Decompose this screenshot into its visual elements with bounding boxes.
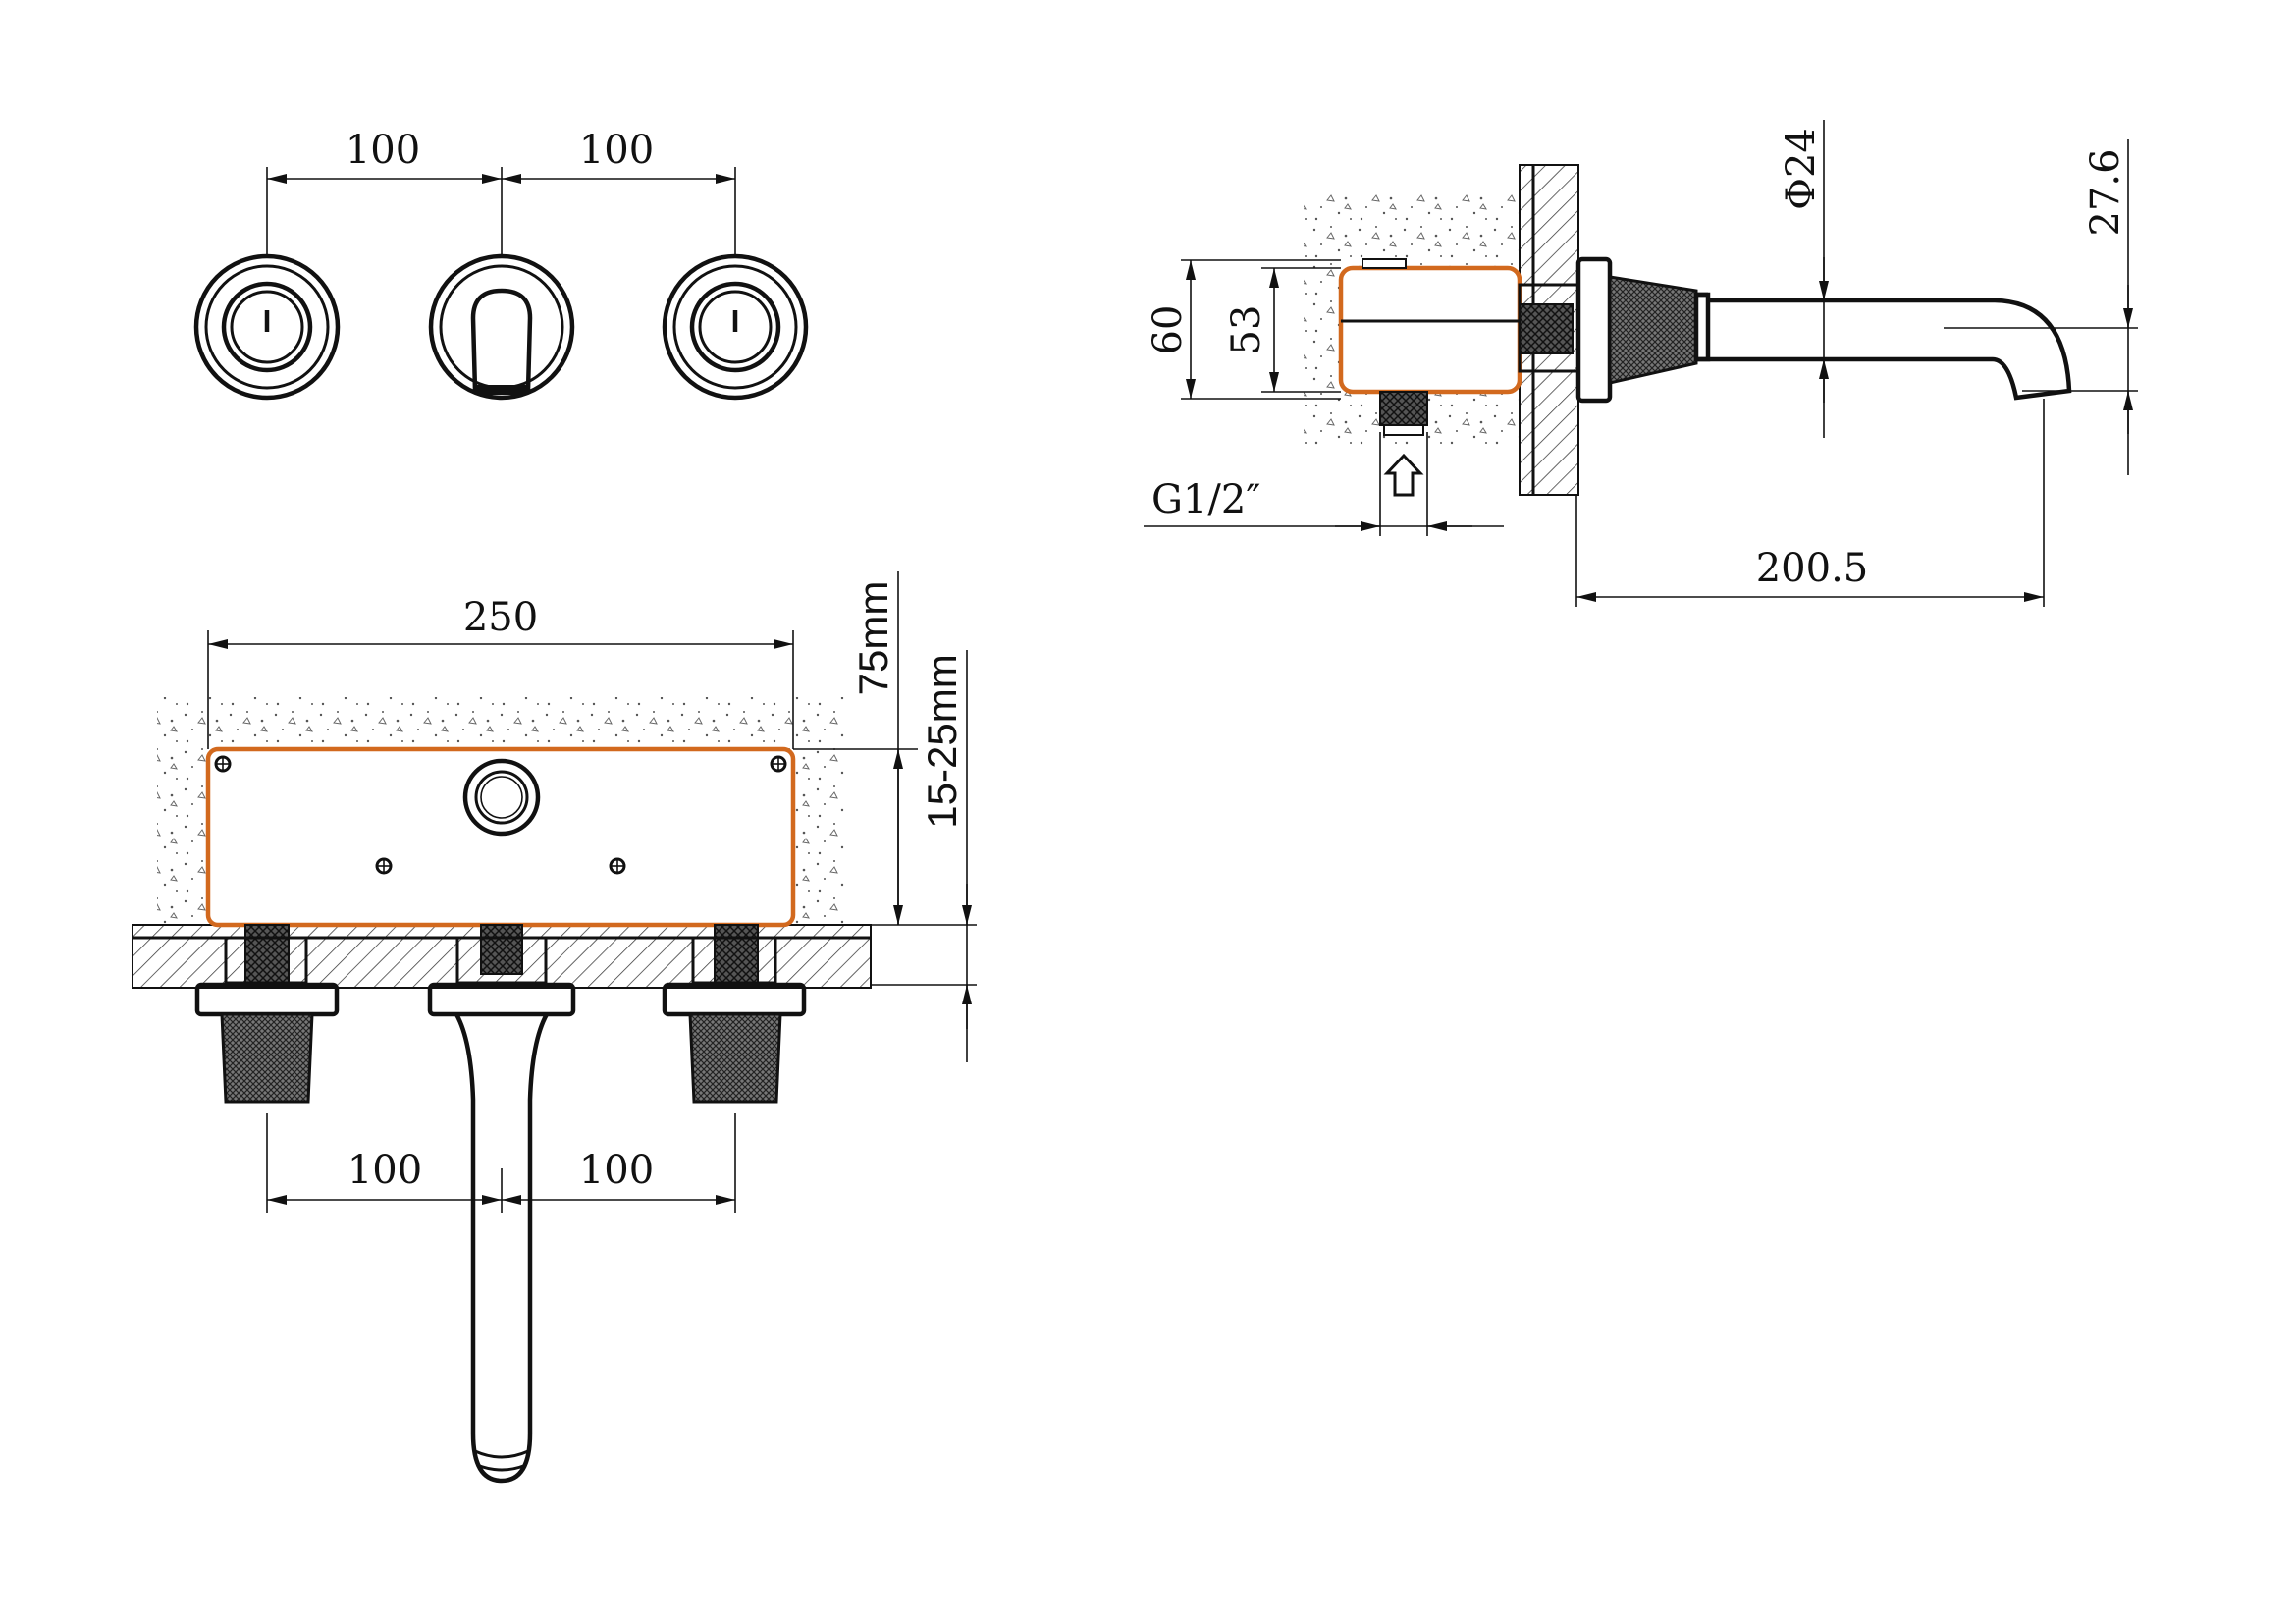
side-inlet-arrow (1383, 453, 1424, 497)
side-dim-reach-label: 200.5 (1756, 546, 1869, 591)
side-inlet-thread (1379, 391, 1428, 426)
front-center-stem (480, 924, 523, 975)
side-dim-diameter-label: Φ24 (1779, 128, 1824, 210)
top-dim-right-label: 100 (579, 128, 654, 173)
side-dim-height-label: 27.6 (2083, 148, 2128, 236)
front-valve-body (205, 746, 796, 928)
side-dim-box-height-label: 60 (1146, 305, 1191, 355)
top-view: 100 100 (193, 128, 809, 401)
front-view: 250 75mm 15-25mm 100 100 (132, 571, 977, 1484)
top-right-handle (662, 253, 809, 401)
front-right-stem (714, 924, 759, 987)
front-right-handle (662, 982, 807, 1104)
side-spout (1575, 256, 2072, 404)
side-wall-connector (1519, 303, 1574, 354)
front-left-stem (244, 924, 290, 987)
side-view: 60 53 G1/2″ Φ24 27.6 200.5 (1144, 120, 2138, 607)
top-center-spout (428, 253, 575, 401)
front-dim-depth-label: 75mm (850, 581, 896, 696)
front-dim-width-label: 250 (463, 595, 538, 640)
side-dim-box-inner-label: 53 (1224, 305, 1269, 355)
front-dim-bottom-left-label: 100 (347, 1148, 422, 1193)
top-left-handle (193, 253, 341, 401)
front-dim-wall-label: 15-25mm (919, 654, 965, 828)
front-spout (427, 982, 576, 1484)
top-dim-left-label: 100 (346, 128, 420, 173)
side-dim-inlet-label: G1/2″ (1151, 477, 1260, 522)
side-valve-body (1338, 265, 1522, 395)
front-left-handle (194, 982, 340, 1104)
front-dim-bottom-right-label: 100 (579, 1148, 654, 1193)
